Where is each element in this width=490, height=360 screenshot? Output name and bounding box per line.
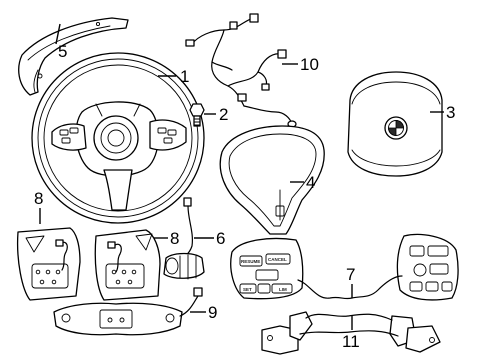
switch-lim-label: LIM	[279, 287, 287, 292]
callout-5: 5	[58, 42, 67, 61]
part-4-center-trim	[219, 125, 325, 235]
callout-8b: 8	[170, 229, 179, 248]
part-8-right-paddle	[94, 229, 161, 301]
callout-3: 3	[446, 103, 455, 122]
switch-resume-label: RESUME	[241, 259, 260, 264]
part-8-left-paddle	[16, 227, 81, 301]
callout-4: 4	[306, 173, 315, 192]
part-7-left-switch: RESUME CANCEL SET LIM	[230, 237, 304, 300]
part-6-sensor-module	[163, 197, 205, 280]
part-5-trim-cover	[18, 17, 129, 96]
part-2-bolt	[189, 103, 205, 127]
callout-1: 1	[180, 67, 189, 86]
switch-cancel-label: CANCEL	[268, 257, 287, 262]
part-7-right-switch	[396, 233, 459, 301]
part-10-wiring-harness	[185, 13, 297, 128]
part-11-wire-harness	[261, 311, 441, 355]
part-9-lower-bezel	[53, 287, 203, 336]
callout-7: 7	[346, 265, 355, 284]
callout-8a: 8	[34, 189, 43, 208]
callout-10: 10	[300, 55, 319, 74]
callout-9: 9	[208, 303, 217, 322]
callout-2: 2	[219, 105, 228, 124]
callout-11: 11	[342, 332, 360, 351]
callout-6: 6	[216, 229, 225, 248]
part-1-steering-wheel	[31, 52, 205, 224]
switch-set-label: SET	[243, 287, 252, 292]
part-3-airbag-module	[347, 71, 443, 177]
callout-5-leader	[55, 23, 61, 45]
